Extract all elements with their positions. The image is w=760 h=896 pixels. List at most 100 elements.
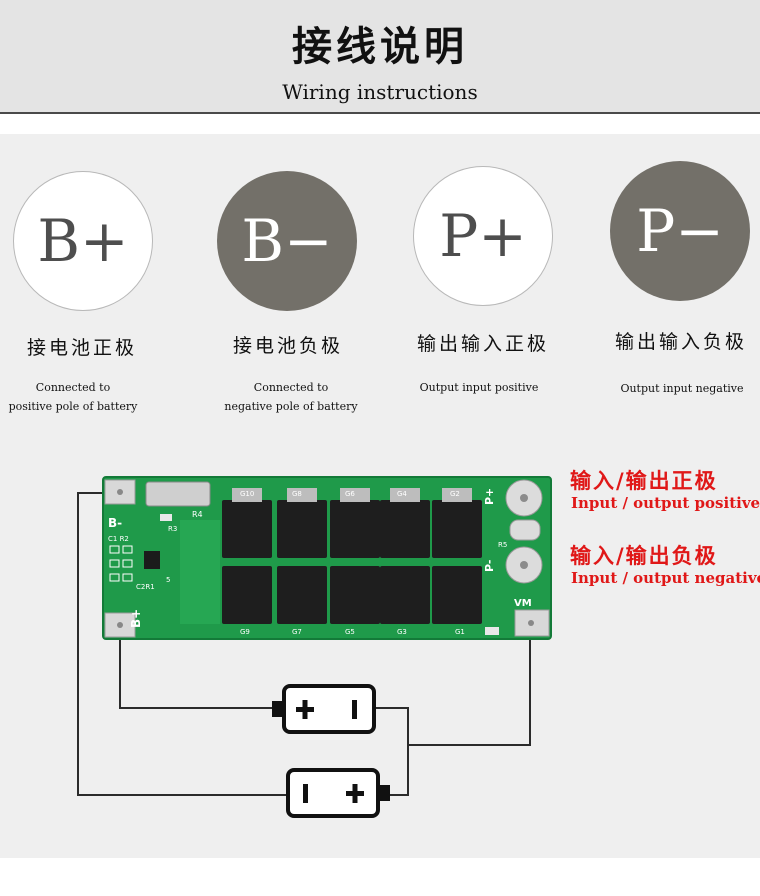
smd-part (485, 627, 499, 635)
terminal-b-plus-label-cn: 接电池正极 (26, 337, 137, 359)
pcb-board: B- B+ R4 R3 C1 R2 C2R1 5 P+ P- R5 VM (102, 476, 552, 640)
mosfet-row-top (222, 488, 482, 558)
plus-icon (302, 700, 308, 719)
battery-body (286, 768, 380, 818)
plus-icon (352, 784, 358, 803)
pcb-edge (102, 476, 552, 640)
protection-ic (144, 551, 160, 569)
terminal-b-minus-label-en: Connected to negative pole of battery (196, 378, 386, 416)
label-r5: R5 (498, 541, 507, 549)
header-bar: 接线说明 Wiring instructions (0, 0, 760, 112)
mosfet-tab (287, 488, 317, 502)
smd-pad (122, 545, 133, 554)
minus-icon (303, 784, 308, 803)
gate-label: G3 (397, 628, 407, 636)
terminal-p-minus-label-en: Output input negative (587, 379, 760, 398)
wires (77, 492, 531, 796)
mosfet (277, 566, 327, 624)
terminal-symbol: B− (241, 207, 333, 275)
terminal-b-plus-label-en: Connected to positive pole of battery (0, 378, 168, 416)
smd-pad (109, 573, 120, 582)
smd-r3 (160, 514, 172, 521)
gate-label: G8 (292, 490, 302, 498)
wire-series-link (372, 707, 409, 796)
smd-pad (109, 559, 120, 568)
terminal-p-minus-label-cn: 输出输入负极 (614, 331, 747, 353)
gate-labels: G10 G8 G6 G4 G2 G9 G7 G5 G3 G1 (240, 490, 465, 636)
callout-positive-cn: 输入/输出正极 (570, 468, 718, 493)
gate-label: G4 (397, 490, 407, 498)
callout-positive-en: Input / output positive (571, 494, 760, 512)
label-b-plus: B+ (129, 609, 143, 628)
wire-b-plus (119, 630, 275, 709)
mosfet (222, 566, 272, 624)
terminal-b-minus-circle: B− (217, 171, 357, 311)
label-p-plus: P+ (483, 488, 496, 505)
battery-bottom (286, 768, 390, 818)
pcb-copper-area (180, 520, 220, 624)
terminal-p-plus-label-en: Output input positive (384, 378, 574, 397)
mosfet-row-bottom (222, 566, 482, 624)
mosfet (330, 566, 380, 624)
terminal-p-plus-label-cn: 输出输入正极 (416, 333, 549, 355)
label-c1r2: C1 R2 (108, 535, 129, 543)
wire-b-minus (77, 492, 290, 796)
page-title-cn: 接线说明 (292, 23, 468, 70)
pad-hole (520, 561, 528, 569)
label-line: Connected to (35, 381, 111, 394)
label-line: Output input positive (419, 381, 539, 394)
label-vm: VM (514, 598, 532, 609)
label-p-minus: P- (483, 560, 496, 572)
mosfet-tab (390, 488, 420, 502)
label-b-minus: B- (108, 516, 122, 530)
smd-pad (122, 559, 133, 568)
label-r4: R4 (192, 510, 203, 519)
smd-pad (109, 545, 120, 554)
terminal-symbol: P− (636, 197, 724, 265)
minus-icon (352, 700, 357, 719)
mosfet (222, 500, 272, 558)
terminal-symbol: P+ (439, 202, 527, 270)
label-r3: R3 (168, 525, 177, 533)
mosfet (380, 500, 430, 558)
label-c2r1: C2R1 (136, 583, 155, 591)
mosfet (380, 566, 430, 624)
label-pin: 5 (166, 576, 170, 584)
label-line: negative pole of battery (224, 400, 358, 413)
mosfet (277, 500, 327, 558)
gate-label: G2 (450, 490, 460, 498)
smd-pad (122, 573, 133, 582)
pad-hole (528, 620, 534, 626)
gate-label: G1 (455, 628, 465, 636)
gate-label: G7 (292, 628, 302, 636)
gate-label: G5 (345, 628, 355, 636)
battery-terminal (272, 701, 284, 717)
page-title-en: Wiring instructions (282, 80, 478, 104)
terminal-symbol: B+ (37, 207, 129, 275)
mosfet (432, 500, 482, 558)
mosfet-tab (442, 488, 472, 502)
gate-label: G9 (240, 628, 250, 636)
mosfet (432, 566, 482, 624)
battery-terminal (378, 785, 390, 801)
wire-vm (408, 628, 531, 746)
pad-hole (117, 489, 123, 495)
pad-sense (509, 519, 541, 541)
mosfet-tab (340, 488, 370, 502)
label-line: positive pole of battery (8, 400, 138, 413)
terminal-b-minus-label-cn: 接电池负极 (232, 335, 343, 357)
shunt-resistor (145, 481, 211, 507)
terminal-b-plus-circle: B+ (13, 171, 153, 311)
header-divider (0, 112, 760, 114)
battery-top (272, 684, 376, 734)
callout-negative-en: Input / output negative (571, 569, 760, 587)
pad-hole (117, 622, 123, 628)
terminal-p-minus-circle: P− (610, 161, 750, 301)
gate-label: G10 (240, 490, 254, 498)
pad-hole (520, 494, 528, 502)
callout-negative-cn: 输入/输出负极 (570, 543, 718, 568)
terminal-p-plus-circle: P+ (413, 166, 553, 306)
label-line: Output input negative (620, 382, 744, 395)
label-line: Connected to (253, 381, 329, 394)
